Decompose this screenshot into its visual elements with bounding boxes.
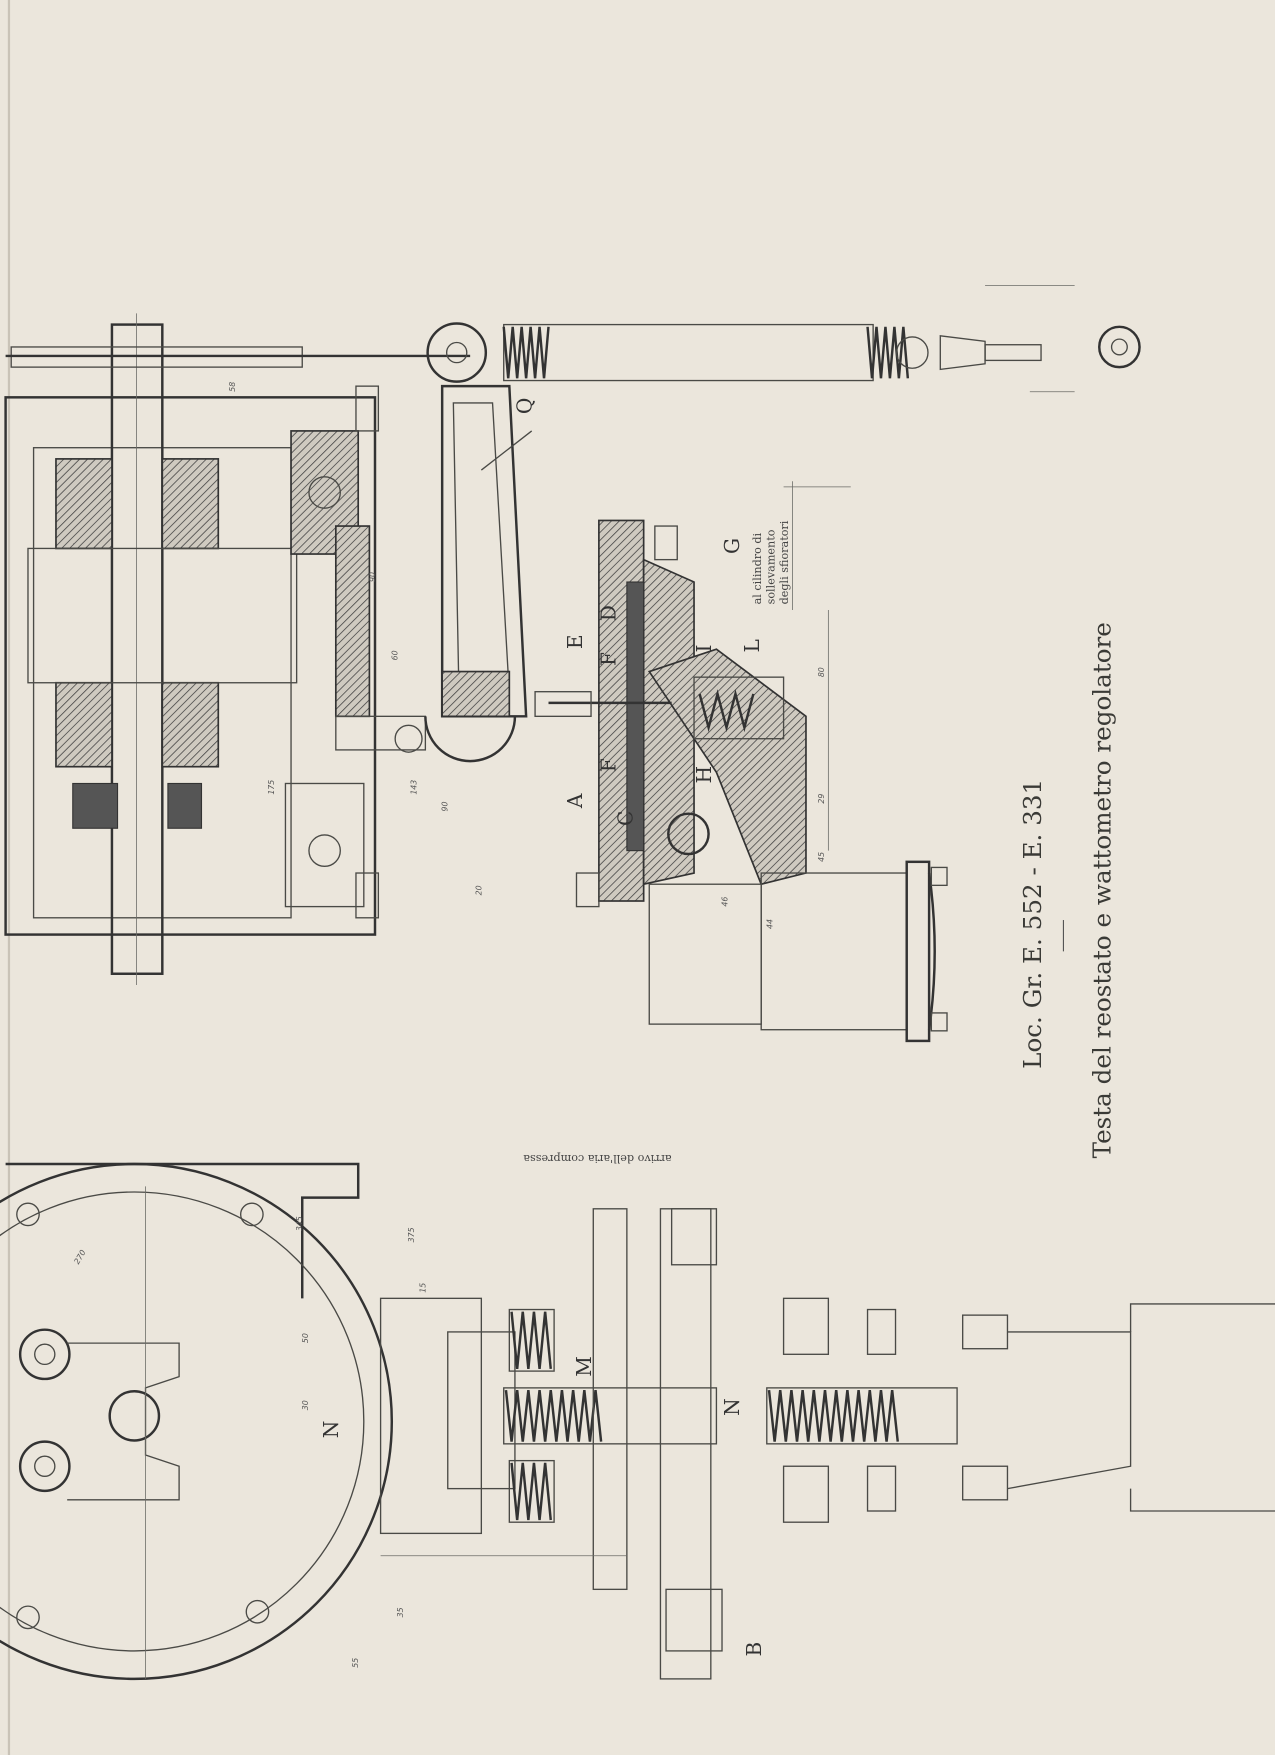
svg-text:30: 30 [301,1400,310,1410]
svg-text:sollevamento: sollevamento [765,529,778,604]
label-d: D [597,605,621,621]
label-g: G [720,538,744,554]
svg-text:al cilindro di: al cilindro di [751,532,764,604]
rheostat-head-section [4,313,471,985]
svg-text:143: 143 [409,780,418,795]
lever-q [424,322,533,763]
svg-text:15: 15 [418,1283,427,1293]
label-f1: F [597,652,621,666]
svg-text:270: 270 [72,1248,87,1265]
valve-body [534,486,948,1043]
wattmeter-regulator-section [0,1162,1275,1681]
svg-text:46: 46 [721,897,730,907]
svg-text:20: 20 [474,885,483,895]
svg-text:90: 90 [441,801,450,811]
label-e: E [563,634,587,649]
dimension-values: 58 90 60 175 143 90 20 46 44 80 29 45 27… [72,382,826,1668]
svg-text:44: 44 [765,919,774,929]
svg-text:degli sfioratori: degli sfioratori [778,520,791,604]
label-n2: N [720,1398,744,1416]
svg-text:345: 345 [295,1216,304,1231]
part-labels: Q E D F F A C I L H G M N N B [319,398,766,1657]
label-q: Q [513,398,537,414]
caption-subtitle: Testa del reostato e wattometro regolato… [1087,622,1116,1158]
label-l: L [740,639,764,652]
svg-text:35: 35 [396,1607,405,1617]
caption: Loc. Gr. E. 552 - E. 331 Testa del reost… [1018,622,1116,1158]
svg-text:175: 175 [267,780,276,795]
label-m: M [572,1356,596,1377]
upper-spring [502,285,1141,393]
svg-text:60: 60 [390,650,399,660]
cylinder-note: al cilindro di sollevamento degli sfiora… [751,481,793,610]
svg-text:58: 58 [228,382,237,392]
label-a: A [563,793,587,809]
label-f2: F [597,758,621,772]
svg-text:45: 45 [817,852,826,862]
svg-text:50: 50 [301,1333,310,1343]
label-i: I [692,645,716,653]
label-b: B [742,1642,766,1657]
svg-text:375: 375 [407,1227,416,1242]
caption-title: Loc. Gr. E. 552 - E. 331 [1018,779,1047,1069]
label-n1: N [319,1421,343,1439]
svg-text:90: 90 [368,572,377,582]
svg-text:29: 29 [817,794,826,804]
label-h: H [692,766,716,784]
svg-text:55: 55 [351,1658,360,1668]
label-c: C [613,811,637,826]
svg-text:80: 80 [817,667,826,677]
air-supply-note: arrivo dell'aria compressa [523,1152,672,1165]
